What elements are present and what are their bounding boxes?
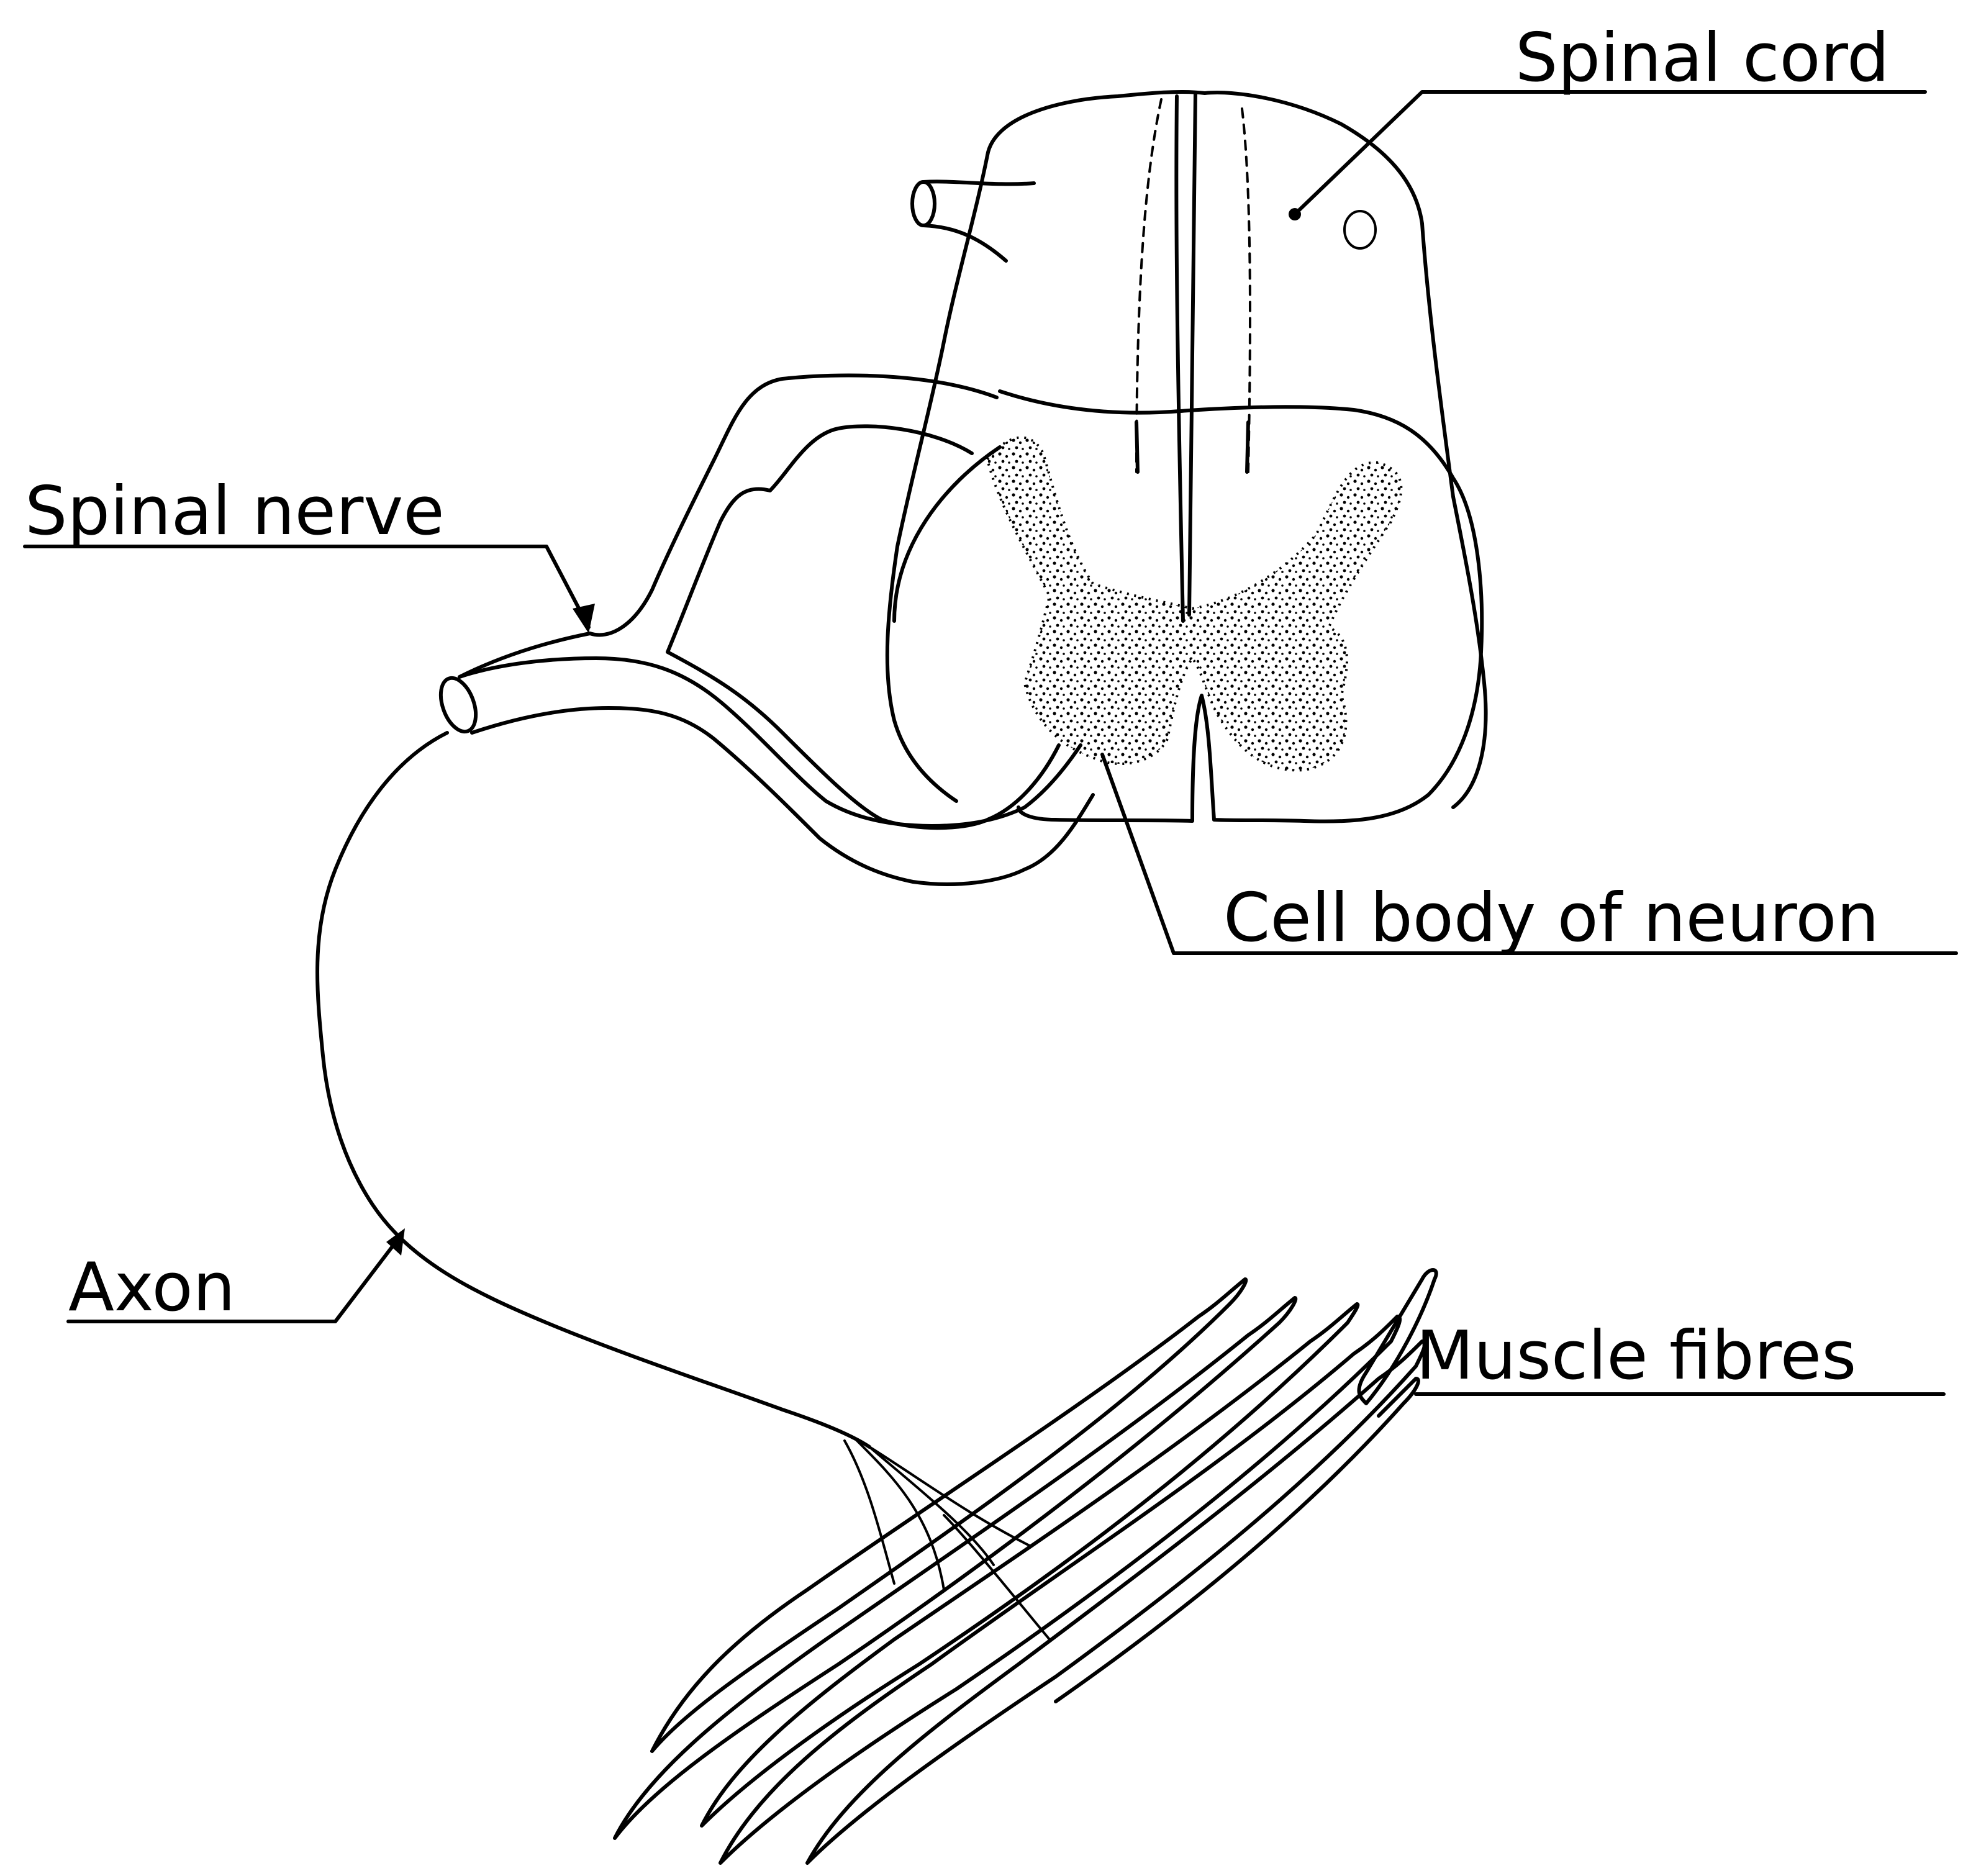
- axon-path: [317, 733, 869, 1447]
- label-cell-body: Cell body of neuron: [1223, 879, 1879, 957]
- axon-terminals: [845, 1441, 1050, 1639]
- cord-dashed-line-right: [1242, 109, 1250, 472]
- spinal-cord-top-face: [987, 92, 1422, 224]
- dorsal-median-line-left: [1176, 96, 1183, 621]
- leader-spinal-nerve-arrow: [573, 604, 595, 633]
- dorsal-median-line-right: [1189, 93, 1195, 615]
- cord-dashed-line-left: [1136, 99, 1161, 472]
- spinal-cord-section-left-curve: [894, 447, 1000, 621]
- label-spinal-cord: Spinal cord: [1515, 19, 1890, 97]
- label-muscle-fibres-group: Muscle fibres: [1416, 1317, 1944, 1395]
- spinal-cord-left-side: [887, 155, 987, 801]
- muscle-fibres: [615, 1270, 1436, 1863]
- nerve-loop-outer: [460, 375, 997, 677]
- dorsal-root-stub: [912, 182, 935, 225]
- grey-matter: [987, 438, 1401, 771]
- leader-spinal-cord: [1295, 92, 1925, 214]
- label-axon: Axon: [68, 1249, 235, 1326]
- leader-spinal-nerve: [25, 546, 589, 627]
- spinal-cord-right-side: [1422, 224, 1486, 807]
- label-cell-body-group: Cell body of neuron: [1102, 754, 1956, 957]
- cord-inner-line-right: [1247, 422, 1248, 472]
- label-spinal-nerve-group: Spinal nerve: [25, 473, 595, 633]
- nerve-trunk-upper: [460, 658, 1081, 826]
- cord-inner-line-left: [1136, 422, 1138, 472]
- spinal-cord: [887, 92, 1486, 822]
- spinal-nerve-cut-end: [434, 673, 483, 736]
- label-axon-group: Axon: [68, 1228, 405, 1326]
- label-spinal-nerve: Spinal nerve: [25, 473, 445, 550]
- label-spinal-cord-group: Spinal cord: [1289, 19, 1925, 220]
- leader-spinal-cord-dot: [1289, 208, 1301, 220]
- cord-small-circle: [1344, 211, 1376, 248]
- label-muscle-fibres: Muscle fibres: [1416, 1317, 1856, 1395]
